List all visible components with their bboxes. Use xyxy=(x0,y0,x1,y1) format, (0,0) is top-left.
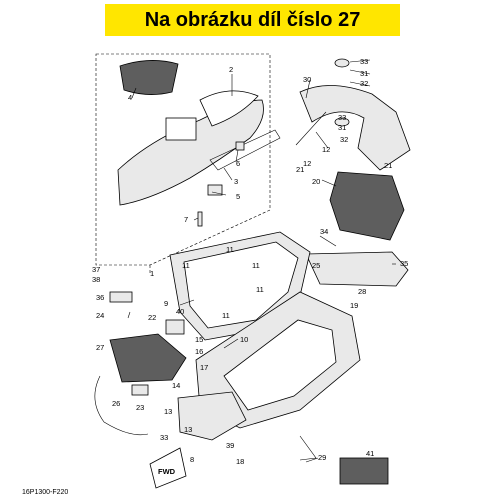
clip-part xyxy=(235,141,245,151)
part-number-label: 15 xyxy=(195,335,203,344)
seat-group-outline xyxy=(95,53,271,266)
part-number-label: 34 xyxy=(320,227,328,236)
rear-bracket-part xyxy=(177,391,247,441)
banner-text: Na obrázku díl číslo 27 xyxy=(144,8,361,31)
fwd-arrow xyxy=(149,447,187,489)
part-number-label: 24 xyxy=(96,311,104,320)
part-number-label: 11 xyxy=(252,261,260,270)
part-number-label: 39 xyxy=(226,441,234,450)
cap-part xyxy=(334,117,350,127)
seat-top-pad xyxy=(199,90,259,127)
bolt-part xyxy=(197,211,203,227)
part-number-label: 22 xyxy=(148,313,156,322)
part-number-label: 17 xyxy=(200,363,208,372)
part-number-label: 6 xyxy=(236,159,240,168)
part-number-label: 5 xyxy=(236,192,240,201)
part-number-label: 32 xyxy=(360,79,368,88)
manual-part xyxy=(339,457,389,485)
part-number-label: 8 xyxy=(190,455,194,464)
part-number-label: 33 xyxy=(160,433,168,442)
part-number-label: 11 xyxy=(256,285,264,294)
part-number-label: 2 xyxy=(229,65,233,74)
part-number-label: 16 xyxy=(195,347,203,356)
part-number-label: 28 xyxy=(358,287,366,296)
storage-box-inner xyxy=(183,241,299,329)
part-number-label: 30 xyxy=(303,75,311,84)
part-number-label: 31 xyxy=(360,69,368,78)
seat-part xyxy=(117,99,264,206)
front-cover-part xyxy=(109,333,187,383)
diagram-code: 16P1300-F220 xyxy=(22,489,68,496)
part-number-label: 40 xyxy=(176,307,184,316)
part-number-label: 18 xyxy=(236,457,244,466)
part-number-label: 20 xyxy=(312,177,320,186)
part-number-label: 26 xyxy=(112,399,120,408)
stay-part xyxy=(109,291,133,303)
backrest-part xyxy=(119,60,179,95)
part-number-label: 23 xyxy=(136,403,144,412)
part-number-label: 36 xyxy=(96,293,104,302)
part-number-label: 10 xyxy=(240,335,248,344)
seat-hatch xyxy=(165,117,197,141)
part-number-label: 31 xyxy=(338,123,346,132)
part-number-label: 25 xyxy=(312,261,320,270)
plate-part xyxy=(165,319,185,335)
part-number-label: 38 xyxy=(92,275,100,284)
part-number-label: 21 xyxy=(384,161,392,170)
part-number-label: 11 xyxy=(182,261,190,270)
part-number-label: 21 xyxy=(296,165,304,174)
damper-part xyxy=(207,184,223,196)
rod-part xyxy=(295,111,327,146)
part-labels: 1234567891011111111111212131314151617181… xyxy=(92,57,408,466)
part-number-banner: Na obrázku díl číslo 27 xyxy=(105,4,400,36)
fwd-label: FWD xyxy=(158,467,176,476)
part-number-label: 37 xyxy=(92,265,100,274)
seat-gasket-part xyxy=(209,129,281,171)
part-number-label: 13 xyxy=(164,407,172,416)
cable-part xyxy=(299,435,317,461)
part-number-label: 11 xyxy=(222,311,230,320)
cap-part xyxy=(334,58,350,68)
part-number-label: 14 xyxy=(172,381,180,390)
part-number-label: 1 xyxy=(150,269,154,278)
part-number-label: 7 xyxy=(184,215,188,224)
part-number-label: 33 xyxy=(360,57,368,66)
part-number-label: 35 xyxy=(400,259,408,268)
part-number-label: 13 xyxy=(184,425,192,434)
part-number-label: 29 xyxy=(318,453,326,462)
part-number-label: 4 xyxy=(128,93,132,102)
part-number-label: 27 xyxy=(96,343,104,352)
part-number-label: 32 xyxy=(340,135,348,144)
grab-bar-part xyxy=(299,85,411,171)
bracket-part xyxy=(329,171,405,241)
cable-part xyxy=(94,375,149,436)
small-plate-part xyxy=(131,384,149,396)
lower-body-floor xyxy=(223,319,337,411)
part-number-label: 33 xyxy=(338,113,346,122)
part-number-label: 12 xyxy=(303,159,311,168)
part-number-label: 9 xyxy=(164,299,168,308)
part-number-label: 19 xyxy=(350,301,358,310)
part-number-label: 41 xyxy=(366,449,374,458)
part-number-label: 11 xyxy=(226,245,234,254)
part-number-label: 3 xyxy=(234,177,238,186)
part-number-label: 12 xyxy=(322,145,330,154)
tail-panel-part xyxy=(305,251,409,287)
leader-lines xyxy=(127,59,396,463)
